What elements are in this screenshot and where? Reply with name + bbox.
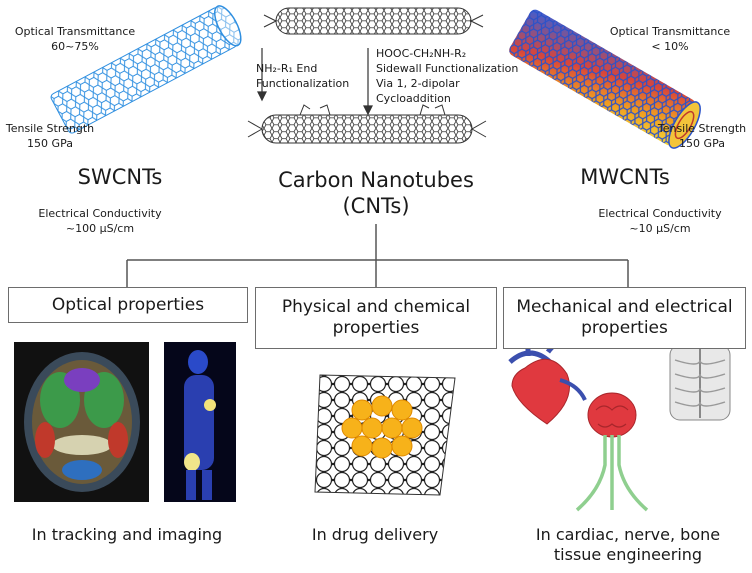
mwcnt-title: MWCNTs (580, 165, 670, 189)
category-box-mechanical-electrical: Mechanical and electrical properties (503, 287, 746, 349)
mwcnt-tube (509, 9, 701, 149)
mwcnt-conductivity-label: Electrical Conductivity (598, 207, 722, 220)
mwcnt-optical-value: < 10% (651, 40, 689, 53)
swcnt-tube (50, 5, 242, 134)
cnt-carboxyl-tube (263, 7, 484, 35)
reaction-left-line1: NH₂-R₁ End (256, 62, 318, 75)
connector-tree (126, 224, 629, 288)
swcnt-title: SWCNTs (77, 165, 163, 189)
brain-mri-image (14, 342, 149, 502)
swcnt-optical-label: Optical Transmittance (14, 25, 136, 38)
swcnt-tensile-value: 150 GPa (27, 137, 73, 150)
heart-illustration (508, 339, 587, 425)
cnt-title-line2: (CNTs) (342, 194, 410, 218)
reaction-arrows (257, 48, 373, 116)
reaction-right-line3: Via 1, 2-dipolar (376, 77, 460, 90)
drug-delivery-illustration (314, 374, 456, 496)
category-box-physical-chemical: Physical and chemical properties (255, 287, 497, 349)
reaction-left-line2: Functionalization (256, 77, 350, 90)
cnt-functionalized-tube (247, 104, 487, 144)
swcnt-tensile-label: Tensile Strength (5, 122, 95, 135)
reaction-right-line1: HOOC-CH₂NH-R₂ (376, 47, 467, 60)
application-caption-physical-chemical: In drug delivery (311, 525, 439, 544)
category-box-optical: Optical properties (8, 287, 248, 323)
application-caption-optical: In tracking and imaging (31, 525, 223, 544)
brain-nerve-illustration (575, 392, 649, 512)
cnt-title-line1: Carbon Nanotubes (278, 168, 474, 192)
swcnt-optical-value: 60~75% (51, 40, 99, 53)
reaction-right-line2: Sidewall Functionalization (376, 62, 519, 75)
mwcnt-tensile-value: 150 GPa (679, 137, 725, 150)
swcnt-conductivity-label: Electrical Conductivity (38, 207, 162, 220)
reaction-right-line4: Cycloaddition (376, 92, 451, 105)
mwcnt-optical-label: Optical Transmittance (609, 25, 731, 38)
mwcnt-tensile-label: Tensile Strength (657, 122, 747, 135)
pet-scan-image (164, 342, 236, 502)
swcnt-conductivity-value: ~100 μS/cm (65, 222, 135, 235)
mwcnt-conductivity-value: ~10 μS/cm (629, 222, 691, 235)
ribcage-illustration (669, 344, 731, 421)
application-caption-mechanical-electrical: In cardiac, nerve, bone tissue engineeri… (535, 525, 721, 564)
